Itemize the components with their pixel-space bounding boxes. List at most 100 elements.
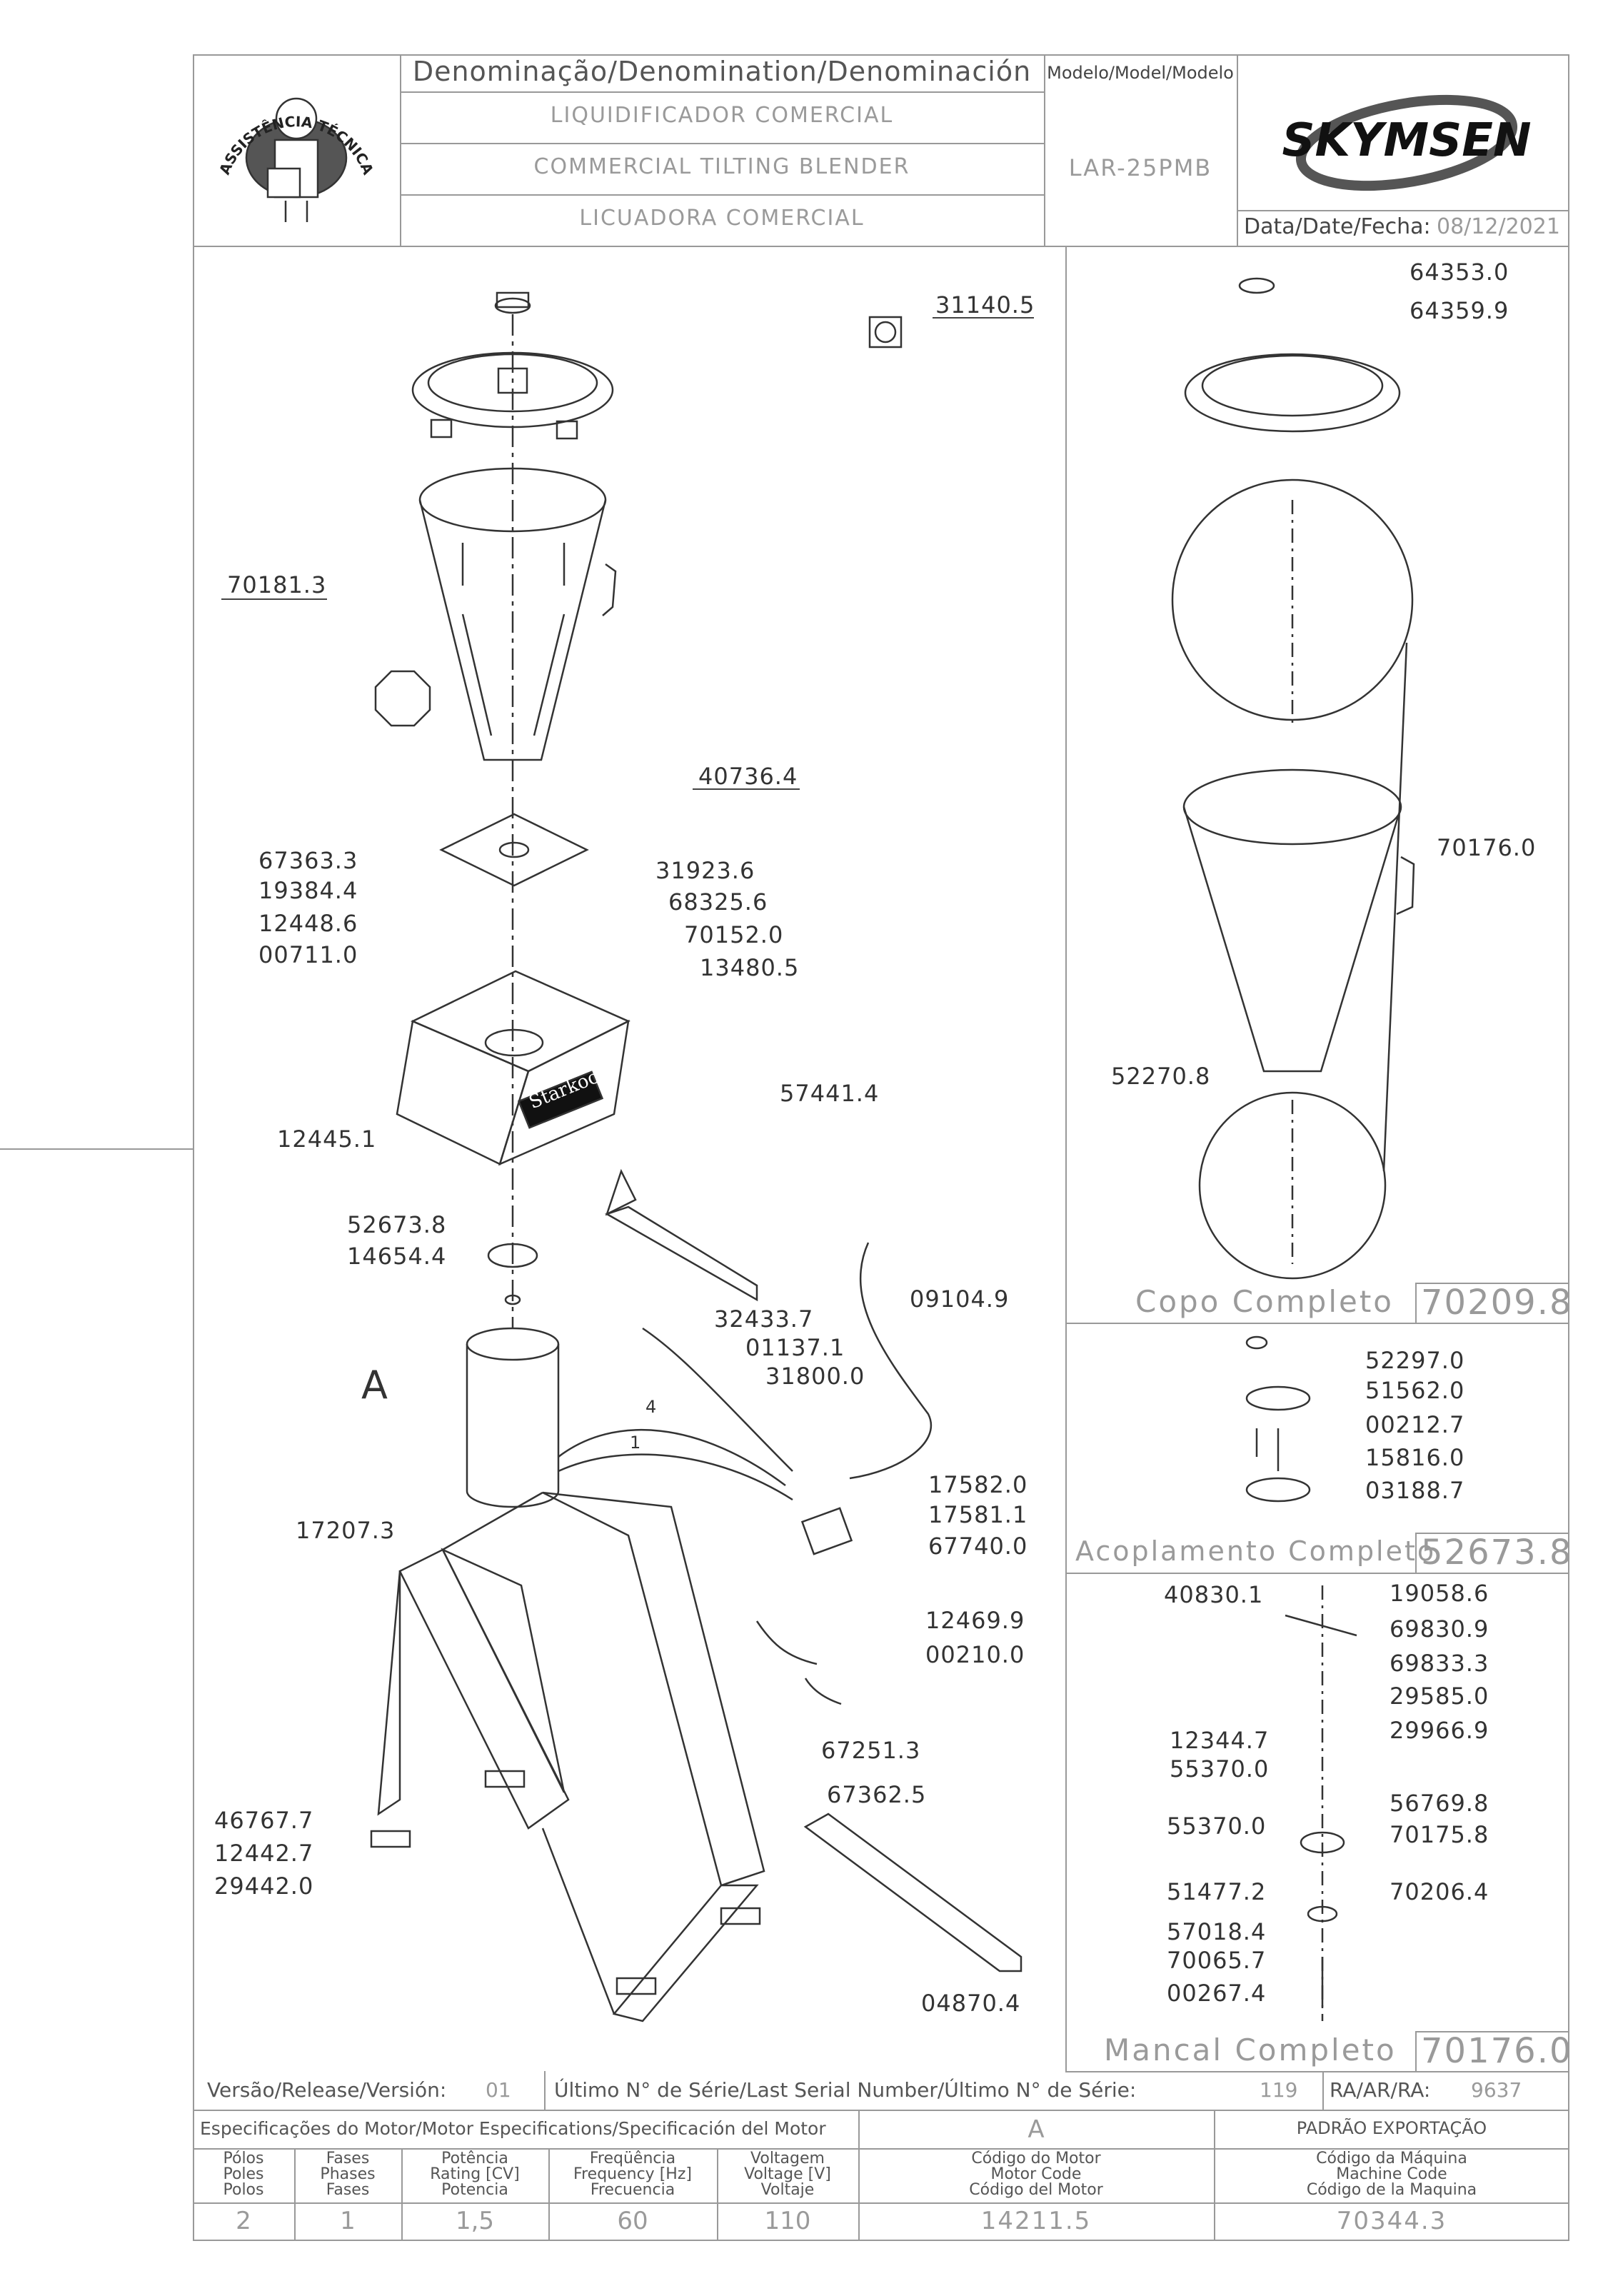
brand-text: SKYMSEN xyxy=(1282,114,1531,167)
version-label: Versão/Release/Versión: xyxy=(207,2078,447,2102)
col-header-motor-code: Código do Motor Motor Code Código del Mo… xyxy=(969,2150,1103,2199)
ra-value: 9637 xyxy=(1471,2078,1522,2102)
mancal-part-label: 55370.0 xyxy=(1167,1813,1267,1840)
mancal-code-box xyxy=(1415,2031,1568,2071)
part-label: 70181.3 xyxy=(227,571,327,598)
mancal-code: 70176.0 xyxy=(1421,2031,1573,2071)
part-label: 68325.6 xyxy=(668,888,768,916)
serial-value: 119 xyxy=(1260,2078,1298,2102)
part-label: 12448.6 xyxy=(258,910,358,937)
mancal-part-label: 00267.4 xyxy=(1167,1980,1267,2007)
motor-reference-label: A xyxy=(361,1363,388,1408)
part-label: 17581.1 xyxy=(928,1501,1028,1528)
part-label: 12445.1 xyxy=(277,1126,377,1153)
footer-v3 xyxy=(858,2110,860,2241)
mancal-part-label: 51477.2 xyxy=(1167,1878,1267,1905)
header-brand-divider xyxy=(1237,54,1238,246)
col-header-machine-code: Código da Máquina Machine Code Código de… xyxy=(1306,2150,1477,2199)
part-label: 00711.0 xyxy=(258,941,358,968)
col-header-rating: Potência Rating [CV] Potencia xyxy=(430,2150,520,2199)
version-value: 01 xyxy=(486,2078,511,2102)
value-rating: 1,5 xyxy=(455,2207,495,2235)
part-label: 12469.9 xyxy=(925,1607,1025,1634)
part-label: 67362.5 xyxy=(827,1781,927,1808)
part-label: 57441.4 xyxy=(780,1080,880,1107)
mancal-part-label: 29966.9 xyxy=(1390,1717,1489,1744)
part-label: 31800.0 xyxy=(765,1363,865,1390)
part-label: 67363.3 xyxy=(258,847,358,874)
mancal-title: Mancal Completo xyxy=(1104,2032,1397,2067)
footer-v2 xyxy=(1322,2071,1324,2110)
name-en: COMMERCIAL TILTING BLENDER xyxy=(533,154,910,179)
leader xyxy=(693,788,800,790)
copo-code-box xyxy=(1415,1283,1568,1323)
part-label: 00210.0 xyxy=(925,1641,1025,1668)
mancal-part-label: 70175.8 xyxy=(1390,1821,1489,1848)
part-label: 04870.4 xyxy=(921,1990,1021,2017)
copo-code: 70209.8 xyxy=(1421,1283,1573,1323)
header-row2 xyxy=(400,143,1044,144)
part-label: 17207.3 xyxy=(296,1517,396,1544)
part-label: 52673.8 xyxy=(347,1211,447,1238)
acop-part-label: 03188.7 xyxy=(1365,1477,1465,1504)
value-machine-code: 70344.3 xyxy=(1336,2207,1447,2235)
copo-bottom xyxy=(1065,1323,1569,1324)
footer-line-2 xyxy=(193,2148,1569,2150)
header-logo-divider xyxy=(400,54,401,246)
acop-code-box xyxy=(1415,1533,1568,1573)
motor-ref: A xyxy=(1027,2115,1045,2144)
value-phases: 1 xyxy=(340,2207,356,2235)
col-header-phases: Fases Phases Fases xyxy=(320,2150,376,2199)
part-label: 40736.4 xyxy=(698,763,798,790)
mancal-bottom xyxy=(1065,2071,1569,2072)
part-label: 29442.0 xyxy=(214,1873,314,1900)
denomination-label: Denominação/Denomination/Denominación xyxy=(412,56,1032,87)
part-label: 01137.1 xyxy=(745,1334,845,1361)
part-label: 13480.5 xyxy=(700,954,800,981)
copo-part-label: 64353.0 xyxy=(1410,259,1509,286)
part-label: 46767.7 xyxy=(214,1807,314,1834)
footer-line-3 xyxy=(193,2202,1569,2204)
model-label: Modelo/Model/Modelo xyxy=(1047,63,1234,83)
mancal-part-label: 12344.7 xyxy=(1170,1727,1270,1754)
main-divider xyxy=(1065,246,1067,2071)
header-row3 xyxy=(400,194,1044,196)
drawing-frame xyxy=(193,54,1569,2241)
name-pt: LIQUIDIFICADOR COMERCIAL xyxy=(550,103,894,128)
name-es: LICUADORA COMERCIAL xyxy=(579,206,865,231)
part-label: 67740.0 xyxy=(928,1533,1028,1560)
col-header-voltage: Voltagem Voltage [V] Voltaje xyxy=(744,2150,831,2199)
header-bottom-line xyxy=(193,246,1569,247)
header-row1 xyxy=(400,91,1044,93)
serial-label: Último N° de Série/Last Serial Number/Úl… xyxy=(554,2078,1137,2102)
part-label: 12442.7 xyxy=(214,1840,314,1867)
footer-col-4 xyxy=(717,2148,718,2241)
acop-bottom xyxy=(1065,1573,1569,1574)
left-margin-line xyxy=(0,1148,193,1150)
value-motor-code: 14211.5 xyxy=(980,2207,1092,2235)
date-value: 08/12/2021 xyxy=(1437,214,1560,239)
part-label: 09104.9 xyxy=(910,1285,1010,1313)
part-label: 19384.4 xyxy=(258,877,358,904)
acop-part-label: 00212.7 xyxy=(1365,1411,1465,1438)
mancal-part-label: 19058.6 xyxy=(1390,1580,1489,1607)
mancal-part-label: 57018.4 xyxy=(1167,1918,1267,1945)
part-label: 14654.4 xyxy=(347,1243,447,1270)
footer-col-2 xyxy=(401,2148,403,2241)
footer-v4 xyxy=(1214,2110,1215,2241)
value-frequency: 60 xyxy=(617,2207,648,2235)
col-header-frequency: Freqüência Frequency [Hz] Frecuencia xyxy=(573,2150,692,2199)
authorized-service-logo: ASSISTÊNCIA TÉCNICA AUTORIZADA xyxy=(201,55,386,233)
mancal-part-label: 55370.0 xyxy=(1170,1755,1270,1783)
copo-title: Copo Completo xyxy=(1135,1284,1394,1319)
skymsen-logo: SKYMSEN xyxy=(1257,79,1557,200)
leader xyxy=(221,598,327,600)
footer-col-1 xyxy=(294,2148,296,2241)
mancal-part-label: 70065.7 xyxy=(1167,1947,1267,1974)
acop-part-label: 52297.0 xyxy=(1365,1347,1465,1374)
ra-label: RA/AR/RA: xyxy=(1330,2078,1431,2102)
model-value: LAR-25PMB xyxy=(1068,154,1212,181)
copo-part-label: 64359.9 xyxy=(1410,297,1509,324)
acoplamento-title: Acoplamento Completo xyxy=(1075,1535,1437,1567)
